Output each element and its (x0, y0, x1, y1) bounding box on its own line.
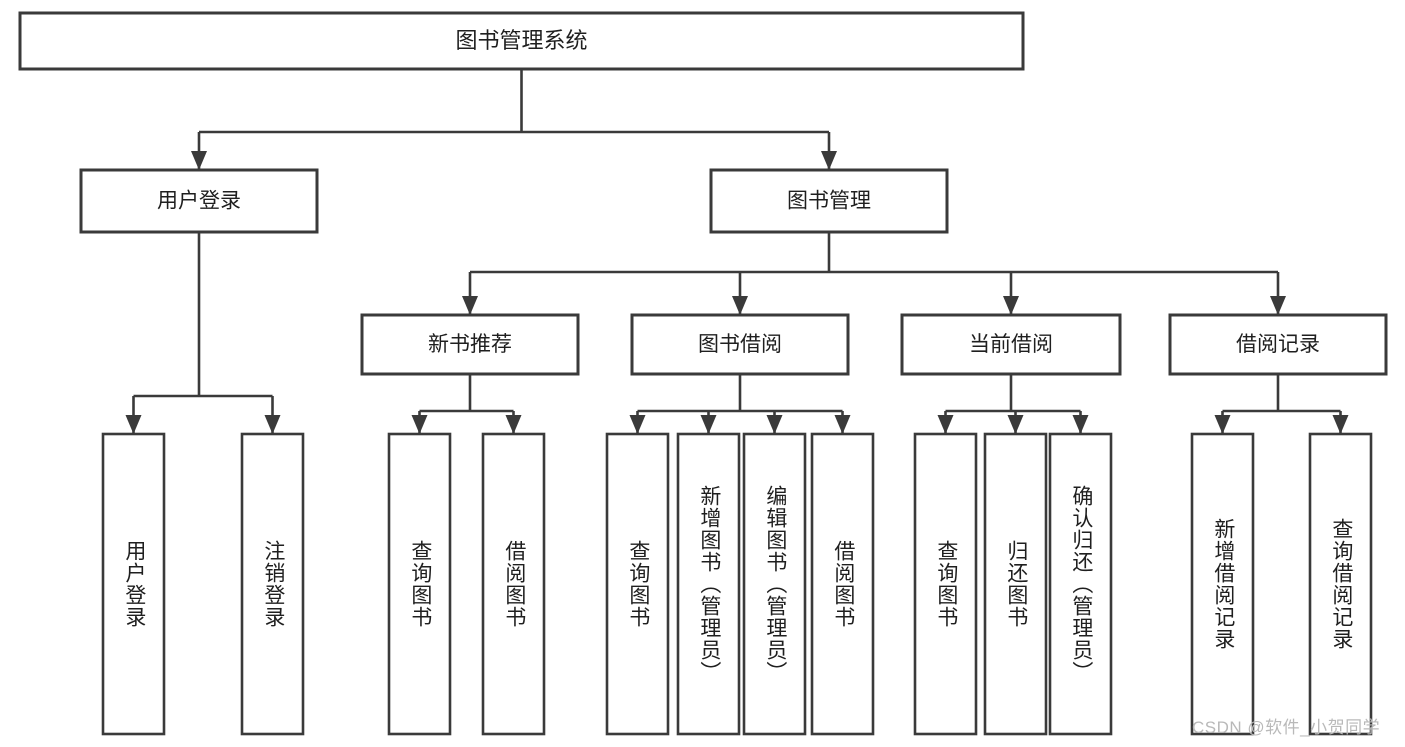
leaf-box-leaf-confirm-return-admin[interactable] (1048, 432, 1113, 736)
leaf-box-leaf-query-book-borrow[interactable] (605, 432, 670, 736)
leaf-box-leaf-add-book-admin[interactable] (676, 432, 741, 736)
watermark-text: CSDN @软件_小贺同学 (1192, 718, 1381, 737)
arrow-head-user-login (191, 151, 207, 170)
node-label-root: 图书管理系统 (455, 28, 587, 53)
arrow-head-leaf-borrow-book (834, 415, 851, 434)
arrow-head-leaf-user-login (125, 415, 142, 434)
arrow-head-book-manage (821, 151, 837, 170)
node-box-new-book-recommend[interactable] (360, 313, 580, 376)
arrow-head-leaf-edit-book-admin (766, 415, 783, 434)
arrow-head-leaf-add-book-admin (700, 415, 717, 434)
arrow-head-new-book-recommend (462, 296, 478, 315)
arrow-head-leaf-query-book-borrow (629, 415, 646, 434)
arrow-head-leaf-return-book (1007, 415, 1024, 434)
arrow-head-leaf-query-book-current (937, 415, 954, 434)
node-label-book-borrow: 图书借阅 (698, 333, 782, 356)
leaf-box-leaf-borrow-book[interactable] (810, 432, 875, 736)
arrow-head-leaf-confirm-return-admin (1072, 415, 1089, 434)
arrow-head-leaf-user-logout (264, 415, 281, 434)
leaf-box-leaf-borrow-book-rec[interactable] (481, 432, 546, 736)
leaf-box-leaf-edit-book-admin[interactable] (742, 432, 807, 736)
node-box-root[interactable] (18, 11, 1025, 71)
arrow-head-leaf-add-borrow-record (1214, 415, 1231, 434)
node-box-book-manage[interactable] (709, 168, 949, 234)
node-box-borrow-record[interactable] (1168, 313, 1388, 376)
node-box-user-login[interactable] (79, 168, 319, 234)
leaf-box-leaf-query-borrow-record[interactable] (1308, 432, 1373, 736)
node-label-user-login: 用户登录 (157, 190, 241, 213)
connectors-layer (125, 69, 1349, 434)
arrow-head-leaf-borrow-book-rec (505, 415, 522, 434)
boxes-layer (18, 11, 1388, 736)
node-box-current-borrow[interactable] (900, 313, 1122, 376)
arrow-head-borrow-record (1270, 296, 1286, 315)
leaf-box-leaf-query-book-rec[interactable] (387, 432, 452, 736)
arrow-head-book-borrow (732, 296, 748, 315)
arrow-head-leaf-query-borrow-record (1332, 415, 1349, 434)
leaf-box-leaf-return-book[interactable] (983, 432, 1048, 736)
leaf-box-leaf-user-login[interactable] (101, 432, 166, 736)
node-label-book-manage: 图书管理 (787, 190, 871, 213)
leaf-box-leaf-add-borrow-record[interactable] (1190, 432, 1255, 736)
arrow-head-leaf-query-book-rec (411, 415, 428, 434)
leaf-box-leaf-user-logout[interactable] (240, 432, 305, 736)
node-label-borrow-record: 借阅记录 (1236, 333, 1320, 356)
node-box-book-borrow[interactable] (630, 313, 850, 376)
node-label-current-borrow: 当前借阅 (969, 333, 1053, 356)
node-label-new-book-recommend: 新书推荐 (428, 333, 512, 356)
leaf-box-leaf-query-book-current[interactable] (913, 432, 978, 736)
arrow-head-current-borrow (1003, 296, 1019, 315)
